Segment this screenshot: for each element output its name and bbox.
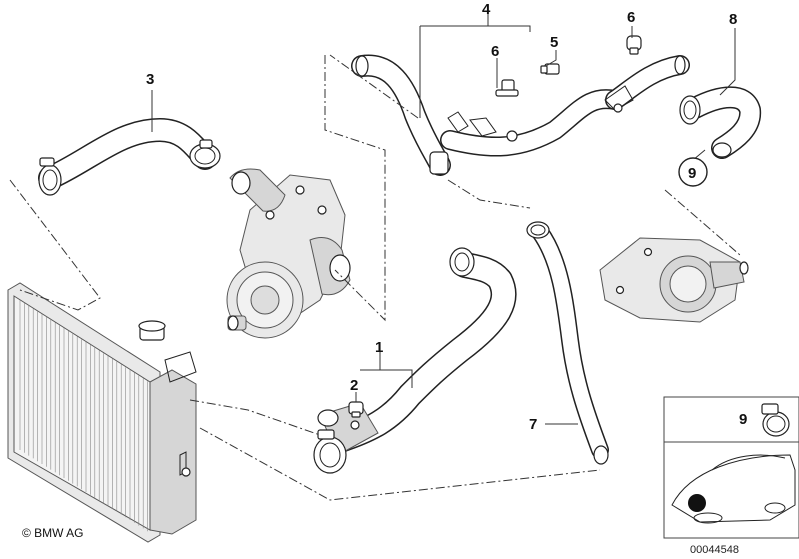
screw-5 [540,63,560,75]
part-label-2: 2 [350,377,358,394]
part-label-3: 3 [146,71,154,88]
part-label-6b: 6 [627,9,635,26]
car-outline [671,454,796,524]
part-label-9b: 9 [739,411,747,428]
engine-position-marker [688,494,706,512]
hose-clamp [526,221,550,239]
hose-clamp [38,157,62,196]
plug-6 [626,35,642,55]
radiator [7,282,197,543]
part-label-6a: 6 [491,43,499,60]
leader-lines [9,12,741,501]
hose-clamp [189,139,221,169]
part-label-1: 1 [375,339,383,356]
hose-3 [38,118,221,196]
hose-8 [679,86,762,159]
document-number: 00044548 [690,544,739,556]
hose-7 [526,221,609,465]
part-label-7: 7 [529,416,537,433]
part-label-5: 5 [550,34,558,51]
hose-clamp [761,403,790,437]
part-label-4: 4 [482,1,491,18]
bleeder-screw [495,79,519,97]
hose-1 [313,247,517,474]
hose-clamp [449,247,475,277]
hose-clamp [679,95,701,125]
water-pump-left [226,168,351,339]
part-label-9a: 9 [688,165,696,182]
water-pump-right [599,237,749,323]
part-label-8: 8 [729,11,737,28]
label-circle-9 [678,157,708,187]
hose-clamp [313,429,347,474]
hose-4 [351,54,690,176]
copyright-text: © BMW AG [22,526,84,540]
inset-box [663,396,799,539]
